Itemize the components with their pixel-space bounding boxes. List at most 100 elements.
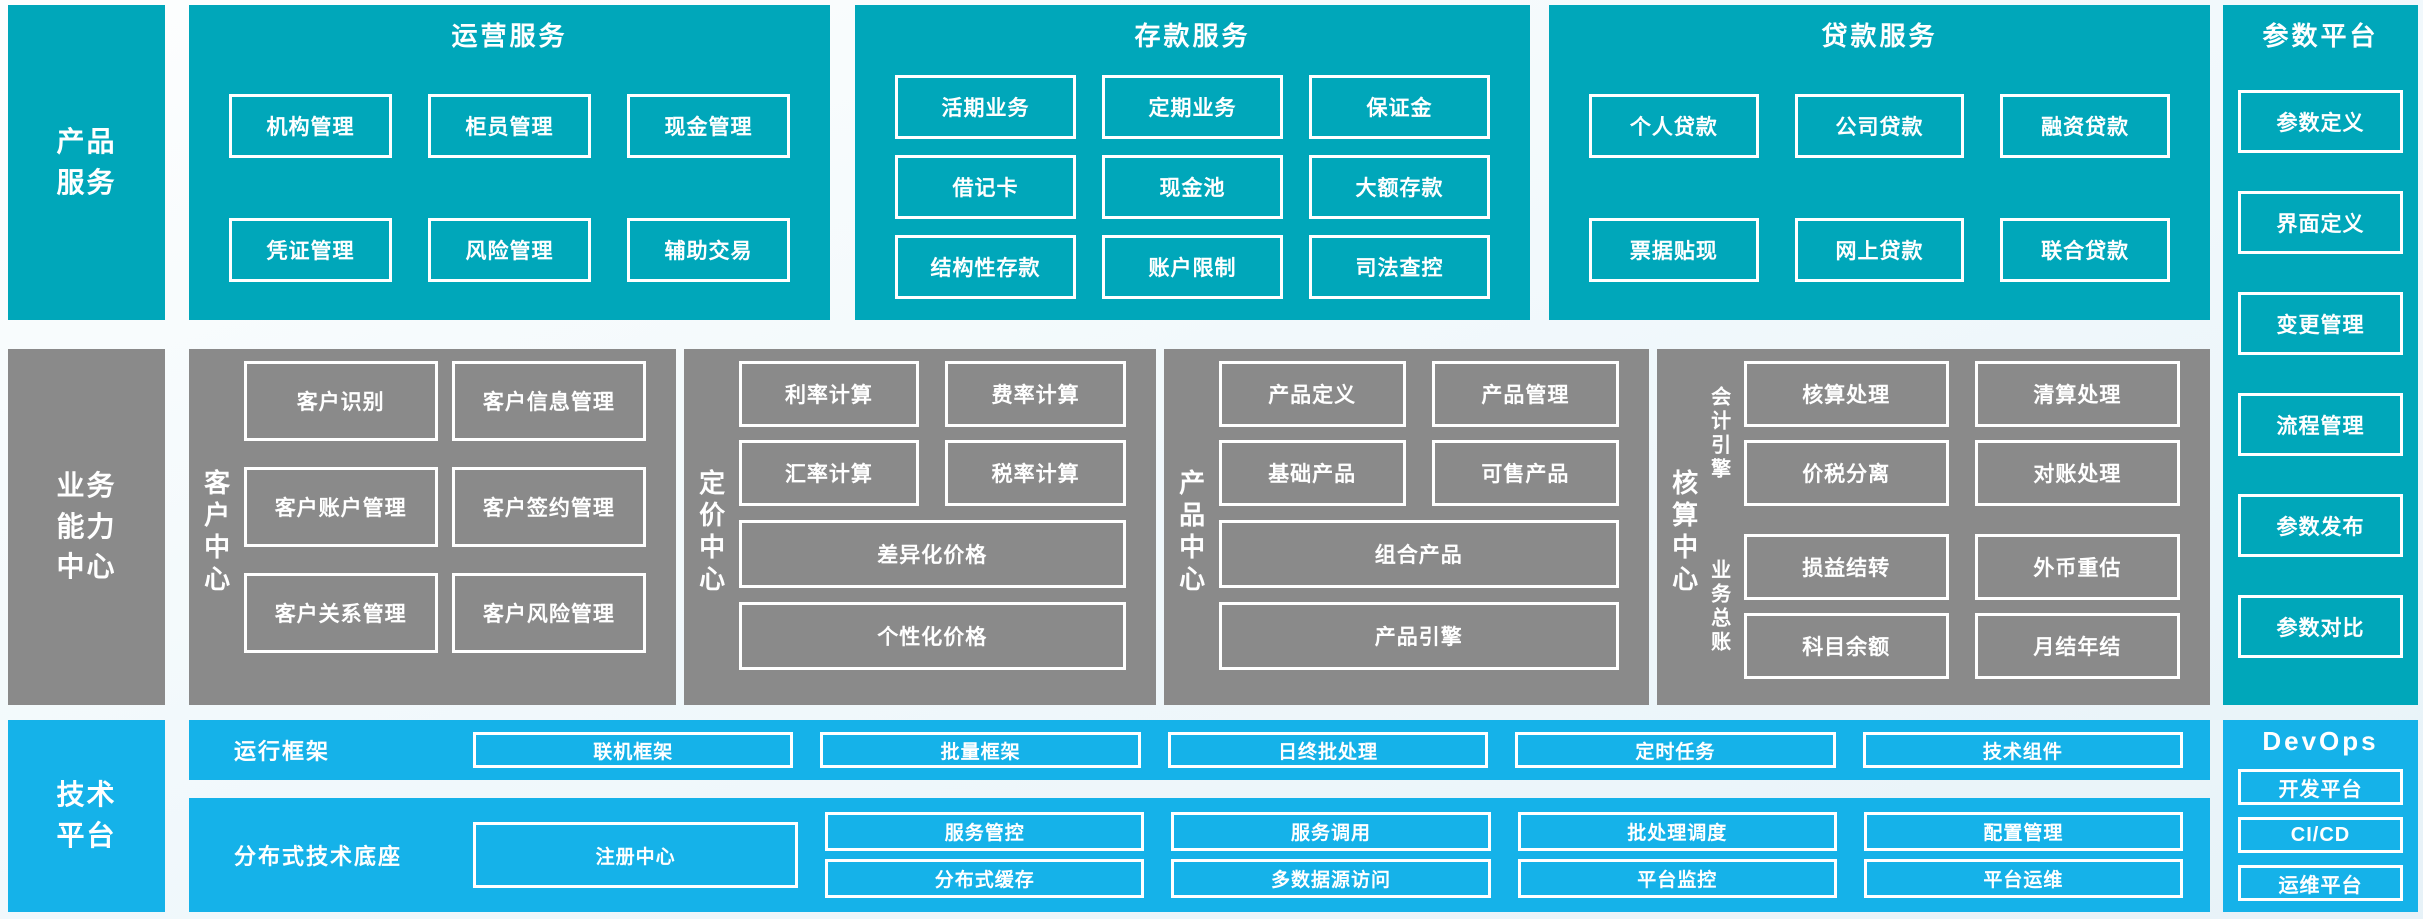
capability-box: 产品管理 bbox=[1431, 361, 1619, 427]
capability-box: 客户关系管理 bbox=[243, 573, 438, 653]
pricing-content: 利率计算 费率计算 汇率计算 税率计算 差异化价格 个性化价格 bbox=[738, 361, 1126, 705]
param-platform-title: 参数平台 bbox=[2262, 21, 2379, 51]
label-line: 中心 bbox=[56, 551, 117, 583]
panel-product-center: 产品中心 产品定义 产品管理 基础产品 可售产品 组合产品 产品引擎 bbox=[1164, 349, 1649, 705]
tech-box: 批量框架 bbox=[820, 732, 1141, 768]
service-box: 票据贴现 bbox=[1589, 218, 1759, 283]
business-ledger-grid: 损益结转 外币重估 科目余额 月结年结 bbox=[1743, 534, 2180, 679]
capability-box-wide: 个性化价格 bbox=[738, 602, 1126, 670]
service-box: 网上贷款 bbox=[1794, 218, 1965, 283]
devops-title: DevOps bbox=[2262, 726, 2379, 756]
sidebar-business-capability: 业务 能力 中心 bbox=[8, 349, 165, 705]
devops-box: CI/CD bbox=[2238, 817, 2403, 854]
business-ledger-group: 业务总账 损益结转 外币重估 科目余额 月结年结 bbox=[1708, 534, 2180, 679]
service-box: 结构性存款 bbox=[895, 235, 1076, 300]
tech-box: 分布式缓存 bbox=[825, 859, 1145, 898]
capability-box: 对账处理 bbox=[1974, 440, 2180, 506]
registry-center-box: 注册中心 bbox=[473, 822, 799, 888]
panel-loan-services: 贷款服务 个人贷款 公司贷款 融资贷款 票据贴现 网上贷款 联合贷款 bbox=[1549, 5, 2210, 320]
service-box: 机构管理 bbox=[229, 94, 392, 159]
devops-box: 开发平台 bbox=[2238, 769, 2403, 806]
service-box: 公司贷款 bbox=[1794, 94, 1965, 159]
service-box: 定期业务 bbox=[1102, 75, 1283, 140]
accounting-groups: 会计引擎 核算处理 清算处理 价税分离 对账处理 业务总账 损益结转 外币重估 bbox=[1708, 361, 2180, 705]
param-box: 流程管理 bbox=[2238, 393, 2403, 457]
capability-box: 清算处理 bbox=[1974, 361, 2180, 427]
capability-box: 科目余额 bbox=[1743, 613, 1949, 679]
product-content: 产品定义 产品管理 基础产品 可售产品 组合产品 产品引擎 bbox=[1218, 361, 1619, 705]
service-box: 凭证管理 bbox=[229, 218, 392, 283]
param-box: 参数对比 bbox=[2238, 595, 2403, 659]
service-box: 风险管理 bbox=[428, 218, 591, 283]
pricing-center-label: 定价中心 bbox=[695, 469, 726, 597]
operations-grid: 机构管理 柜员管理 现金管理 凭证管理 风险管理 辅助交易 bbox=[229, 94, 790, 283]
capability-box: 价税分离 bbox=[1743, 440, 1949, 506]
capability-box: 基础产品 bbox=[1218, 440, 1406, 506]
tech-box: 多数据源访问 bbox=[1171, 859, 1491, 898]
band-distributed-base: 分布式技术底座 注册中心 服务管控 分布式缓存 服务调用 多数据源访问 批处理调… bbox=[189, 798, 2210, 912]
service-box: 大额存款 bbox=[1309, 155, 1490, 220]
tech-box-column: 服务调用 多数据源访问 bbox=[1171, 812, 1491, 898]
accounting-engine-group: 会计引擎 核算处理 清算处理 价税分离 对账处理 bbox=[1708, 361, 2180, 506]
service-box: 现金管理 bbox=[627, 94, 790, 159]
capability-box-wide: 组合产品 bbox=[1218, 520, 1619, 588]
label-line: 技术 bbox=[56, 779, 117, 811]
panel-title: 贷款服务 bbox=[1821, 21, 1938, 51]
business-capability-row: 客户中心 客户识别 客户信息管理 客户账户管理 客户签约管理 客户关系管理 客户… bbox=[189, 349, 2210, 705]
capability-box: 核算处理 bbox=[1743, 361, 1949, 427]
tech-box: 技术组件 bbox=[1862, 732, 2184, 768]
capability-box-wide: 差异化价格 bbox=[738, 520, 1126, 588]
sidebar-tech-platform-label: 技术 平台 bbox=[56, 775, 116, 856]
distributed-base-label: 分布式技术底座 bbox=[234, 844, 403, 869]
label-line: 服务 bbox=[56, 166, 117, 198]
right-rail: 参数平台 参数定义 界面定义 变更管理 流程管理 参数发布 参数对比 DevOp… bbox=[2223, 5, 2418, 912]
tech-box: 平台运维 bbox=[1863, 859, 2184, 898]
capability-box: 汇率计算 bbox=[738, 440, 920, 506]
capability-box: 月结年结 bbox=[1974, 613, 2180, 679]
tech-box: 批处理调度 bbox=[1517, 812, 1837, 851]
panel-accounting-center: 核算中心 会计引擎 核算处理 清算处理 价税分离 对账处理 业务总账 bbox=[1657, 349, 2210, 705]
accounting-center-label: 核算中心 bbox=[1668, 469, 1699, 597]
panel-devops: DevOps 开发平台 CI/CD 运维平台 bbox=[2223, 720, 2418, 912]
product-grid: 产品定义 产品管理 基础产品 可售产品 bbox=[1218, 361, 1619, 506]
sidebar-business-capability-label: 业务 能力 中心 bbox=[56, 466, 116, 588]
capability-box: 客户风险管理 bbox=[451, 573, 646, 653]
business-ledger-label: 业务总账 bbox=[1707, 558, 1730, 655]
tech-box: 日终批处理 bbox=[1167, 732, 1489, 768]
capability-box: 利率计算 bbox=[738, 361, 920, 427]
tech-box: 联机框架 bbox=[473, 732, 794, 768]
band-runtime-framework: 运行框架 联机框架 批量框架 日终批处理 定时任务 技术组件 bbox=[189, 720, 2210, 780]
loan-grid: 个人贷款 公司贷款 融资贷款 票据贴现 网上贷款 联合贷款 bbox=[1589, 94, 2170, 283]
capability-box: 损益结转 bbox=[1743, 534, 1949, 600]
service-box: 活期业务 bbox=[895, 75, 1076, 140]
tech-platform-row: 运行框架 联机框架 批量框架 日终批处理 定时任务 技术组件 分布式技术底座 注… bbox=[189, 720, 2210, 912]
service-box: 司法查控 bbox=[1309, 235, 1490, 300]
pricing-grid: 利率计算 费率计算 汇率计算 税率计算 bbox=[738, 361, 1126, 506]
center-column: 运营服务 机构管理 柜员管理 现金管理 凭证管理 风险管理 辅助交易 存款服务 … bbox=[189, 5, 2210, 912]
service-box: 辅助交易 bbox=[627, 218, 790, 283]
capability-box: 客户识别 bbox=[243, 361, 438, 441]
label-line: 产品 bbox=[56, 125, 117, 157]
tech-box-column: 服务管控 分布式缓存 bbox=[825, 812, 1145, 898]
panel-operations-services: 运营服务 机构管理 柜员管理 现金管理 凭证管理 风险管理 辅助交易 bbox=[189, 5, 830, 320]
tech-box-column: 配置管理 平台运维 bbox=[1863, 812, 2184, 898]
capability-box: 可售产品 bbox=[1431, 440, 1619, 506]
panel-param-platform: 参数平台 参数定义 界面定义 变更管理 流程管理 参数发布 参数对比 bbox=[2223, 5, 2418, 705]
capability-box: 税率计算 bbox=[945, 440, 1126, 506]
capability-box: 产品定义 bbox=[1218, 361, 1406, 427]
customer-center-label: 客户中心 bbox=[200, 469, 231, 597]
devops-box: 运维平台 bbox=[2238, 865, 2403, 902]
label-line: 平台 bbox=[56, 820, 117, 851]
sidebar-tech-platform: 技术 平台 bbox=[8, 720, 165, 912]
deposit-grid: 活期业务 定期业务 保证金 借记卡 现金池 大额存款 结构性存款 账户限制 司法… bbox=[895, 75, 1490, 300]
tech-box: 定时任务 bbox=[1515, 732, 1836, 768]
tech-box: 配置管理 bbox=[1863, 812, 2184, 851]
param-box: 界面定义 bbox=[2238, 191, 2403, 255]
runtime-framework-label: 运行框架 bbox=[234, 739, 331, 764]
param-box: 变更管理 bbox=[2238, 292, 2403, 356]
product-services-row: 运营服务 机构管理 柜员管理 现金管理 凭证管理 风险管理 辅助交易 存款服务 … bbox=[189, 5, 2210, 320]
service-box: 柜员管理 bbox=[428, 94, 591, 159]
tech-box: 服务调用 bbox=[1171, 812, 1491, 851]
service-box: 个人贷款 bbox=[1589, 94, 1759, 159]
